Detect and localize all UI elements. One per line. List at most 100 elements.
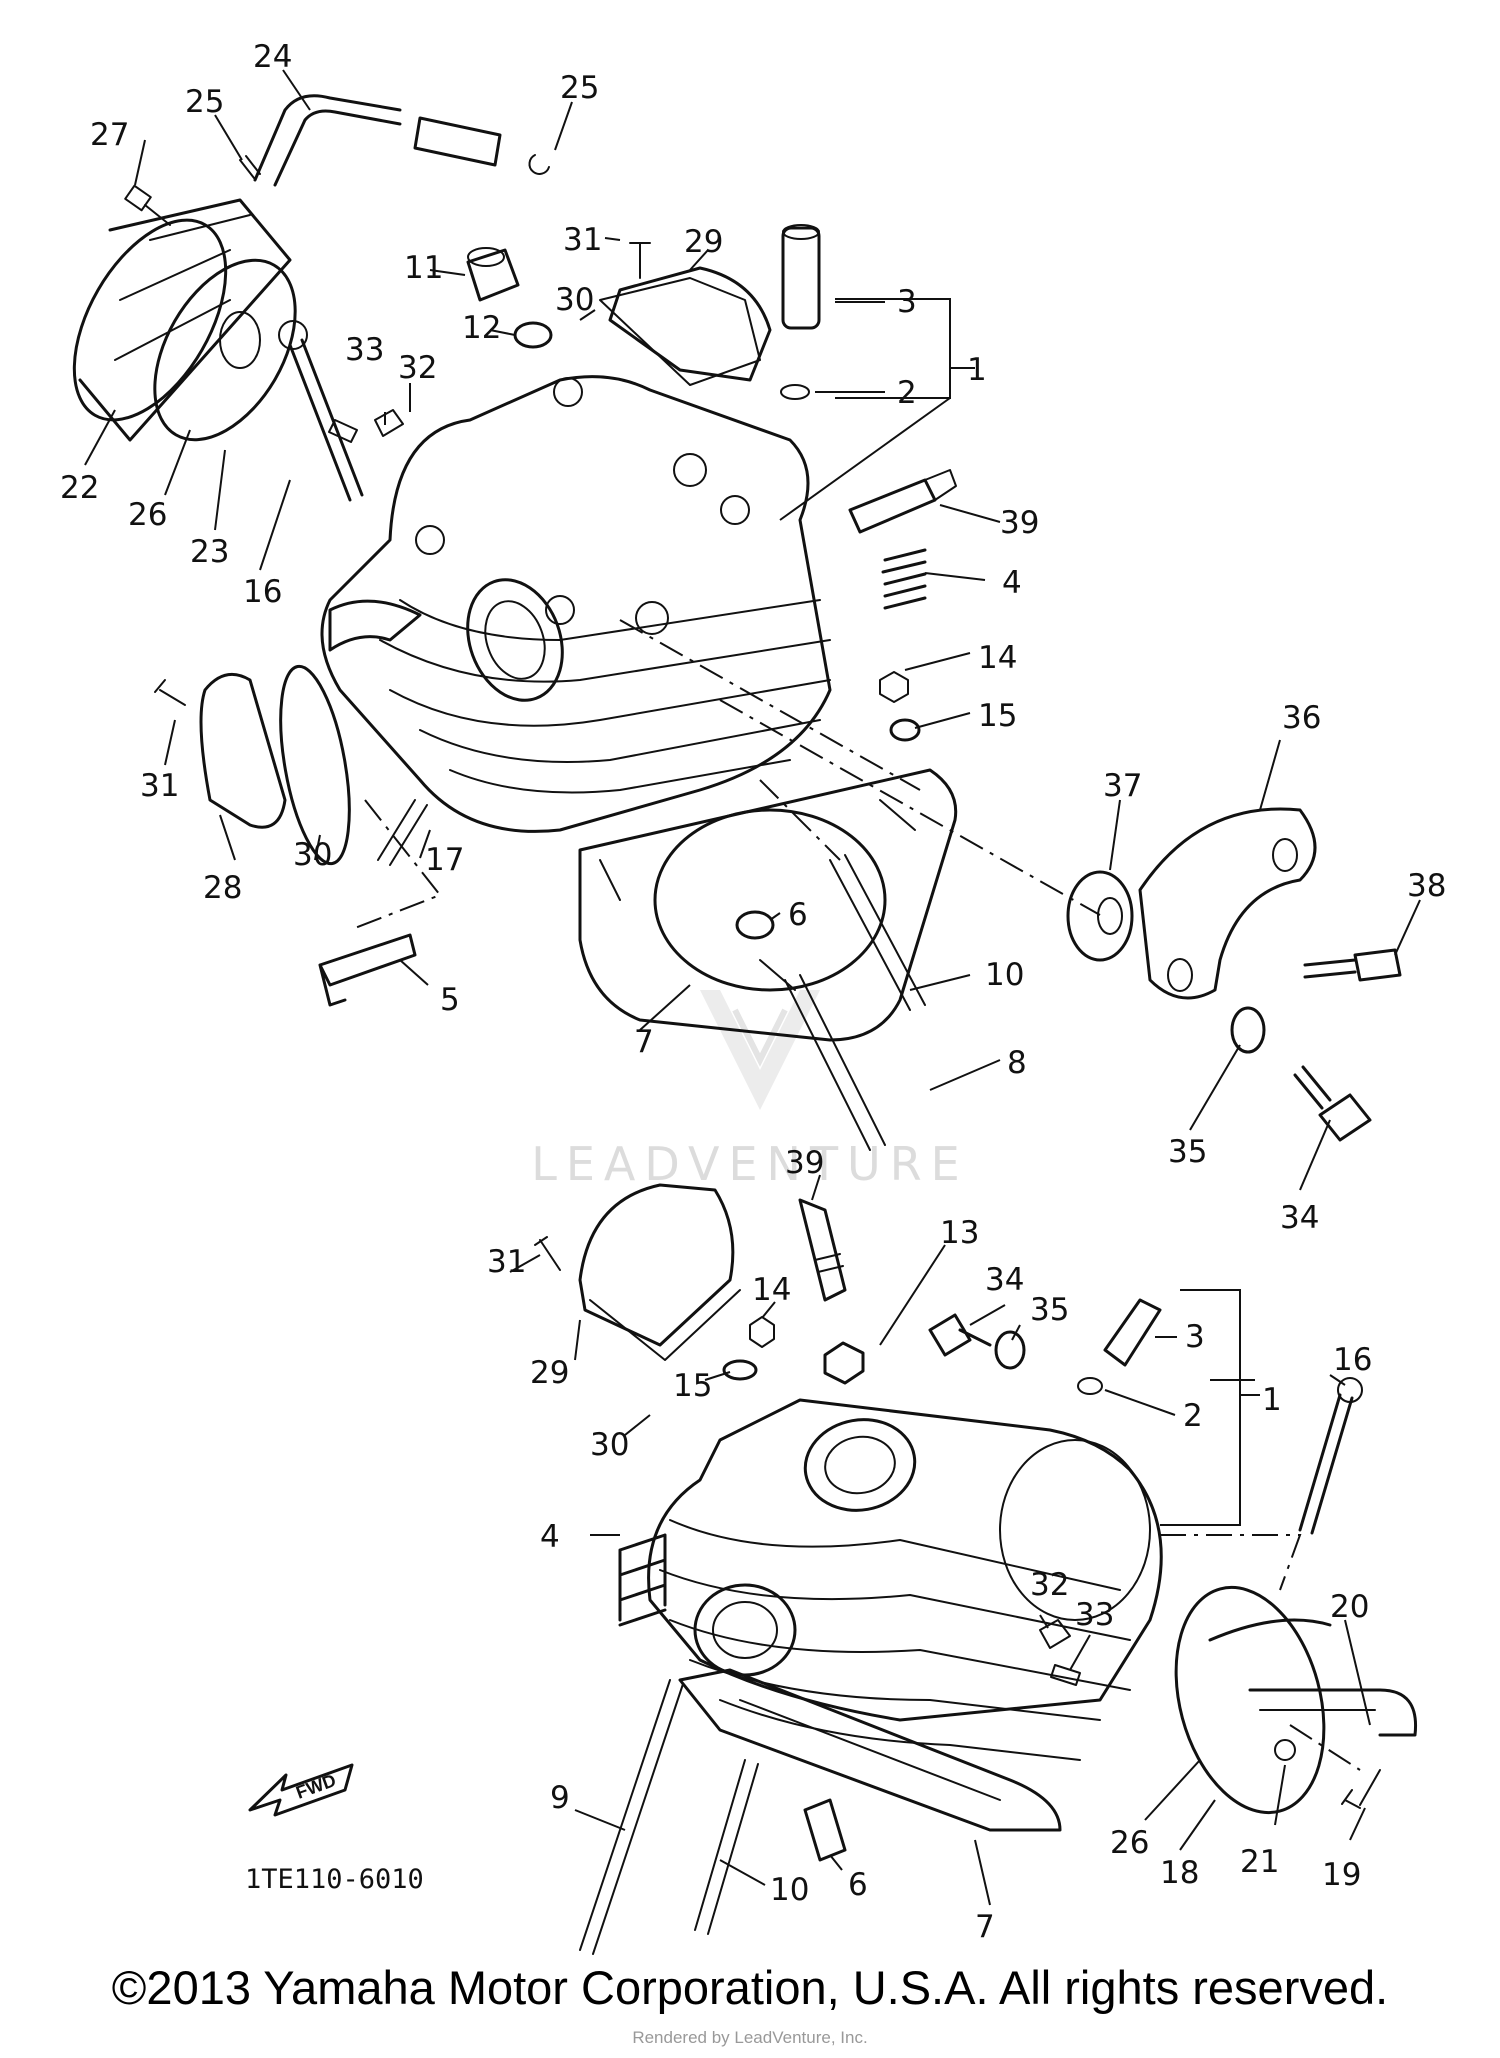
callout: 31 bbox=[140, 768, 179, 804]
callout: 29 bbox=[530, 1355, 569, 1391]
copyright-notice: ©2013 Yamaha Motor Corporation, U.S.A. A… bbox=[111, 1961, 1389, 2014]
fwd-label: FWD bbox=[293, 1770, 338, 1803]
washer bbox=[889, 718, 921, 742]
callout: 25 bbox=[560, 70, 599, 106]
callout: 18 bbox=[1160, 1855, 1199, 1891]
callout: 34 bbox=[1280, 1200, 1319, 1236]
callout: 16 bbox=[1333, 1342, 1372, 1378]
exhaust-gasket bbox=[1066, 870, 1134, 962]
callout: 5 bbox=[440, 982, 460, 1018]
cap-nut bbox=[466, 248, 520, 302]
head-gasket bbox=[578, 768, 958, 1042]
screw bbox=[629, 242, 651, 279]
fitting bbox=[318, 933, 417, 1007]
callout: 14 bbox=[978, 640, 1017, 676]
valve-cover bbox=[578, 1183, 735, 1347]
callout: 31 bbox=[563, 222, 602, 258]
long-bolt bbox=[1298, 1393, 1354, 1535]
callout: 36 bbox=[1282, 700, 1321, 736]
stud-bolt bbox=[829, 854, 926, 1011]
screw bbox=[328, 419, 358, 443]
nut bbox=[823, 1341, 865, 1385]
o-ring bbox=[279, 664, 351, 866]
stud-bolt bbox=[759, 959, 796, 991]
callout: 21 bbox=[1240, 1844, 1279, 1880]
callout: 15 bbox=[978, 698, 1017, 734]
callout: 12 bbox=[462, 310, 501, 346]
screw bbox=[1341, 1769, 1381, 1809]
clip bbox=[374, 409, 404, 437]
dowel bbox=[735, 910, 775, 940]
hose-clip bbox=[239, 155, 261, 179]
callout: 10 bbox=[985, 957, 1024, 993]
rendered-by-credit: Rendered by LeadVenture, Inc. bbox=[632, 2028, 868, 2047]
cylinder-head bbox=[320, 375, 832, 833]
washer bbox=[722, 1359, 758, 1381]
callout: 31 bbox=[487, 1244, 526, 1280]
callout: 33 bbox=[1075, 1597, 1114, 1633]
callout: 13 bbox=[940, 1215, 979, 1251]
leader-lines bbox=[84, 69, 1421, 1906]
exhaust-port bbox=[693, 1583, 797, 1677]
screw bbox=[1050, 1664, 1081, 1686]
valve-spring bbox=[618, 1533, 667, 1627]
valve-spring bbox=[881, 548, 927, 610]
cover-bolt bbox=[1274, 1739, 1296, 1761]
callout: 9 bbox=[550, 1780, 570, 1816]
callout: 1 bbox=[1262, 1382, 1282, 1418]
cover-bracket bbox=[1248, 1688, 1418, 1737]
callout: 25 bbox=[185, 84, 224, 120]
side-cover bbox=[1174, 1585, 1326, 1815]
callout: 26 bbox=[128, 497, 167, 533]
callout: 3 bbox=[897, 284, 917, 320]
stud-bolt bbox=[579, 1679, 684, 1955]
bolt bbox=[124, 184, 171, 226]
callout: 35 bbox=[1030, 1292, 1069, 1328]
callout: 30 bbox=[293, 837, 332, 873]
callout: 32 bbox=[398, 350, 437, 386]
callout-numbers-upper: 24 25 25 27 31 29 30 11 12 3 2 1 33 32 2… bbox=[60, 39, 1446, 1236]
valve-guide bbox=[781, 226, 821, 330]
screw bbox=[154, 679, 186, 706]
callout: 20 bbox=[1330, 1589, 1369, 1625]
flange-bolt bbox=[1293, 1065, 1372, 1142]
callout: 22 bbox=[60, 470, 99, 506]
head-gasket bbox=[678, 1668, 1062, 1832]
callout: 30 bbox=[590, 1427, 629, 1463]
upper-cylinder-head-assembly bbox=[72, 94, 1402, 1151]
callout: 26 bbox=[1110, 1825, 1149, 1861]
callout: 6 bbox=[788, 897, 808, 933]
callout: 17 bbox=[425, 842, 464, 878]
callout: 23 bbox=[190, 534, 229, 570]
callout: 2 bbox=[897, 375, 917, 411]
washer bbox=[1230, 1006, 1266, 1054]
bolt bbox=[928, 1313, 992, 1357]
callout: 34 bbox=[985, 1262, 1024, 1298]
washer bbox=[513, 321, 553, 349]
callout: 15 bbox=[673, 1368, 712, 1404]
callout: 32 bbox=[1030, 1567, 1069, 1603]
cylinder-head bbox=[647, 1398, 1163, 1722]
stud-bolt bbox=[784, 974, 886, 1151]
long-bolt bbox=[288, 338, 364, 502]
callout: 4 bbox=[540, 1519, 560, 1555]
callout: 39 bbox=[785, 1145, 824, 1181]
diagram-code: 1TE110-6010 bbox=[245, 1864, 424, 1895]
hose-section bbox=[413, 116, 502, 167]
callout: 38 bbox=[1407, 868, 1446, 904]
screw bbox=[534, 1236, 561, 1271]
watermark-text: LEADVENTURE bbox=[531, 1137, 969, 1191]
tappet-cover bbox=[199, 672, 287, 829]
callout: 11 bbox=[404, 250, 443, 286]
flange-bolt bbox=[1303, 948, 1402, 982]
callout: 27 bbox=[90, 117, 129, 153]
valve-cover-gasket bbox=[589, 1289, 741, 1361]
spark-plug bbox=[848, 478, 937, 534]
callout: 24 bbox=[253, 39, 292, 75]
intake-port bbox=[803, 1418, 917, 1512]
callout: 35 bbox=[1168, 1134, 1207, 1170]
washer bbox=[994, 1330, 1026, 1370]
exhaust-flange bbox=[1138, 807, 1317, 1000]
callout: 39 bbox=[1000, 505, 1039, 541]
